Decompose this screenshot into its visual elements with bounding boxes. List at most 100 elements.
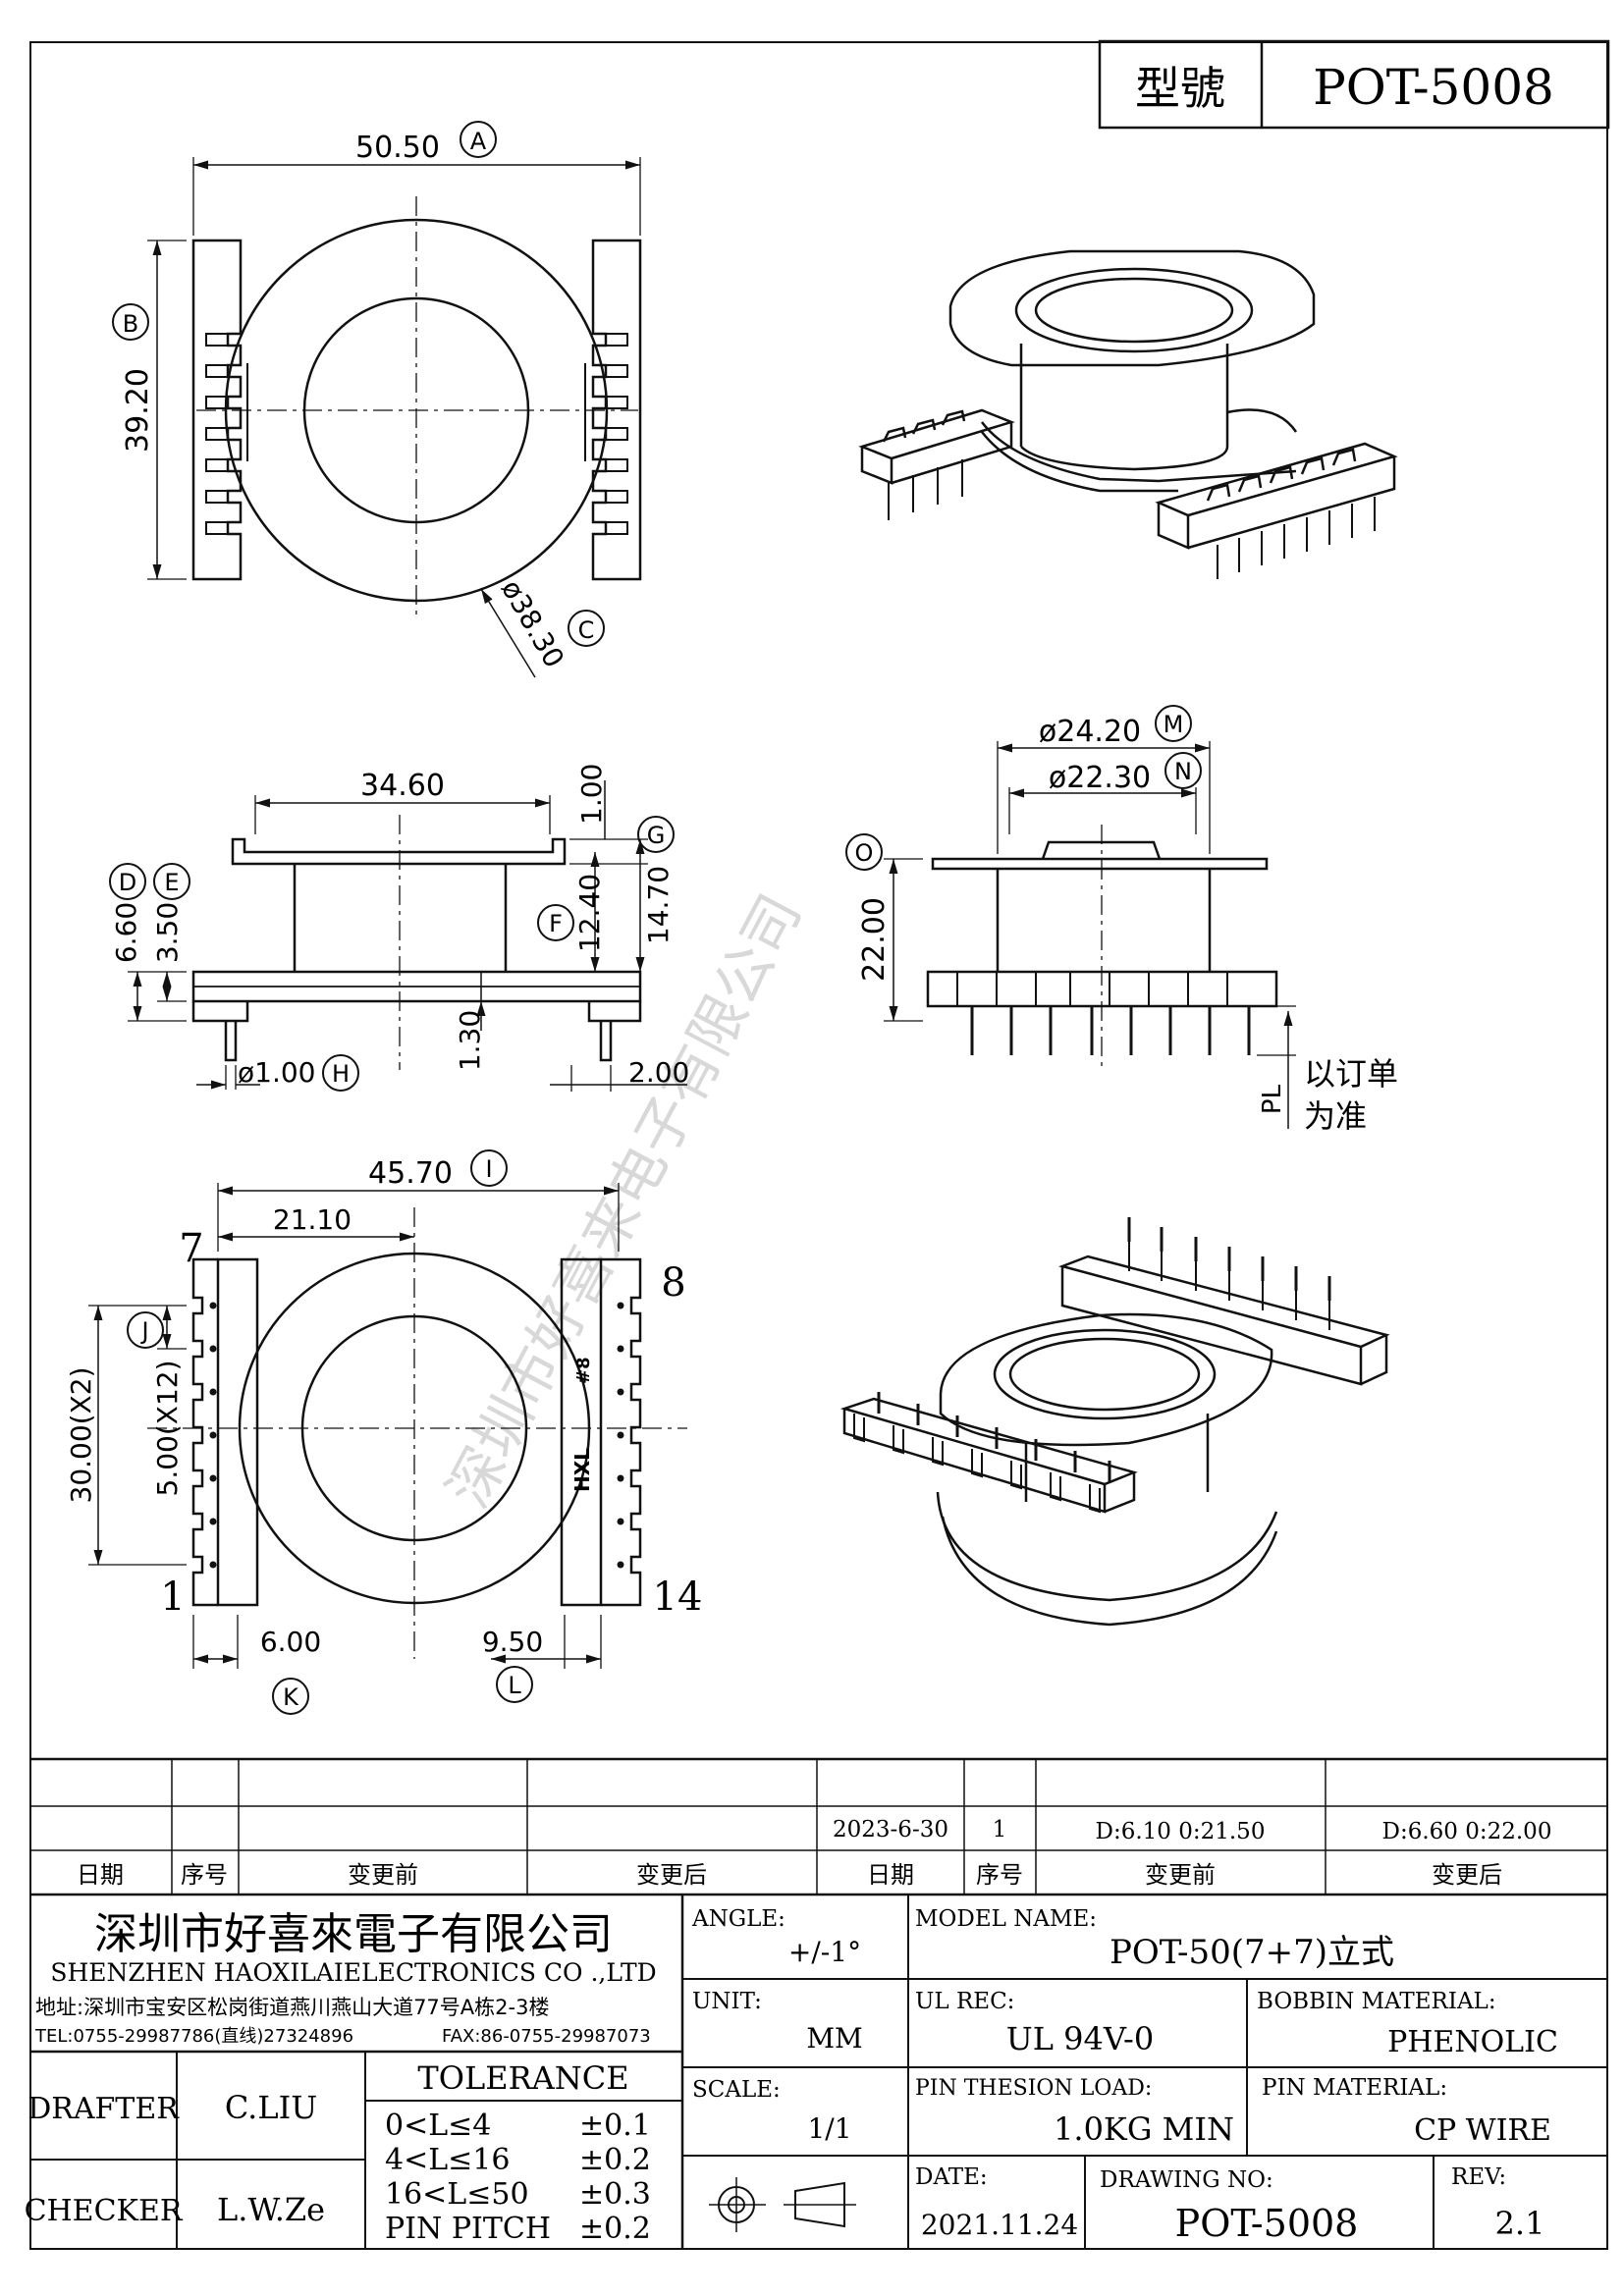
tol-value-1: ±0.1: [579, 2109, 651, 2143]
dim-l-value: 9.50: [482, 1626, 543, 1658]
dim-a-value: 50.50: [355, 131, 440, 165]
sheet-border: [29, 41, 1608, 2250]
unit-value: MM: [806, 2022, 862, 2055]
model-name-value: POT-50(7+7)立式: [1110, 1933, 1394, 1972]
isometric-view-2: [839, 1217, 1390, 1627]
dim-step: 1.30: [454, 1010, 486, 1071]
pin-holes-left: [209, 1302, 217, 1569]
company-name-cn: 深圳市好喜來電子有限公司: [94, 1909, 613, 1959]
watermark: 深圳市好喜来电子有限公司: [434, 883, 814, 1518]
scale-label: SCALE:: [692, 2077, 781, 2103]
ul-value: UL 94V-0: [1006, 2020, 1154, 2057]
label-e: E: [164, 869, 179, 896]
angle-label: ANGLE:: [691, 1906, 785, 1932]
rev-row-after: D:6.60 0:22.00: [1382, 1819, 1552, 1844]
tol-range-3: 16<L≤50: [385, 2177, 529, 2212]
label-j: J: [139, 1317, 148, 1345]
dim-e: 3.50: [151, 902, 184, 963]
label-d: D: [119, 869, 136, 896]
label-o: O: [855, 839, 874, 867]
rev-header-seq-2: 序号: [976, 1861, 1023, 1889]
rev-row-date: 2023-6-30: [833, 1817, 948, 1842]
dim-flange-thickness: 1.00: [575, 764, 608, 825]
dim-i-value: 45.70: [368, 1156, 453, 1191]
rev-header-after-2: 变更后: [1432, 1861, 1502, 1889]
model-name-label: MODEL NAME:: [915, 1906, 1097, 1932]
rev-row-before: D:6.10 0:21.50: [1096, 1819, 1266, 1844]
dim-k-value: 6.00: [260, 1626, 321, 1658]
rev-header-seq: 序号: [181, 1861, 228, 1889]
dim-m-value: ø24.20: [1039, 715, 1141, 749]
company-name-en: SHENZHEN HAOXILAIELECTRONICS CO .,LTD: [50, 1958, 656, 1987]
model-label: 型號: [1135, 62, 1225, 115]
tol-value-4: ±0.2: [579, 2212, 651, 2246]
dim-pin-diameter: ø1.00: [238, 1056, 315, 1089]
bobbin-material-label: BOBBIN MATERIAL:: [1257, 1989, 1496, 2014]
cavity-mark: #8: [573, 1357, 594, 1384]
title-block: [29, 1895, 1608, 2250]
pin-number-7: 7: [179, 1226, 203, 1271]
label-i: I: [485, 1155, 492, 1183]
rev-value: 2.1: [1495, 2205, 1545, 2242]
rev-header-date-2: 日期: [867, 1861, 914, 1889]
label-f: F: [549, 910, 563, 937]
checker-label: CHECKER: [25, 2194, 184, 2228]
side-view: [845, 705, 1296, 1129]
label-a: A: [470, 128, 487, 155]
pl-note-line-1: 以订单: [1304, 1055, 1398, 1093]
pin-number-8: 8: [661, 1260, 685, 1306]
pl-note-line-2: 为准: [1304, 1097, 1367, 1135]
angle-value: +/-1°: [788, 1936, 861, 1968]
label-l: L: [508, 1672, 521, 1699]
unit-label: UNIT:: [692, 1989, 762, 2014]
drawing-no-value: POT-5008: [1175, 2202, 1359, 2245]
dim-o-value: 22.00: [857, 897, 892, 982]
rev-header-after: 变更后: [636, 1861, 707, 1889]
tol-range-1: 0<L≤4: [385, 2109, 491, 2143]
label-g: G: [647, 822, 666, 849]
revision-table: [29, 1757, 1608, 1896]
company-fax: FAX:86-0755-29987073: [442, 2026, 651, 2047]
tol-range-4: PIN PITCH: [385, 2212, 551, 2246]
label-m: M: [1164, 711, 1184, 738]
rev-header-before-2: 变更前: [1145, 1861, 1216, 1889]
front-view: [109, 780, 687, 1092]
tol-value-3: ±0.3: [579, 2177, 651, 2212]
dim-j-value: 30.00(X2): [65, 1366, 97, 1503]
bottom-view: [88, 1149, 687, 1715]
bobbin-material-value: PHENOLIC: [1387, 2025, 1558, 2059]
tol-range-2: 4<L≤16: [385, 2143, 510, 2177]
label-n: N: [1174, 758, 1192, 785]
isometric-view-1: [858, 249, 1398, 579]
dim-half-width: 21.10: [273, 1203, 352, 1236]
dim-b-value: 39.20: [121, 368, 155, 453]
dim-pin-offset: 2.00: [628, 1056, 689, 1089]
date-label: DATE:: [915, 2164, 988, 2190]
model-number: POT-5008: [1313, 59, 1554, 116]
company-address: 地址:深圳市宝安区松岗街道燕川燕山大道77号A栋2-3楼: [35, 1996, 549, 2019]
pin-load-label: PIN THESION LOAD:: [915, 2076, 1152, 2101]
dim-total-height: 14.70: [642, 866, 675, 944]
label-h: H: [332, 1060, 350, 1088]
brand-mark: HXL: [570, 1448, 594, 1492]
company-tel: TEL:0755-29987786(直线)27324896: [34, 2026, 353, 2047]
top-view: [112, 121, 642, 678]
dim-d: 6.60: [110, 902, 142, 963]
rev-label: REV:: [1451, 2164, 1506, 2190]
dim-core-height: 12.40: [573, 874, 606, 952]
drawing-no-label: DRAWING NO:: [1100, 2167, 1273, 2193]
pin-holes-right: [617, 1302, 624, 1569]
rev-row-seq: 1: [993, 1817, 1007, 1842]
tolerance-label: TOLERANCE: [417, 2059, 628, 2097]
checker-name: L.W.Ze: [217, 2191, 325, 2228]
dim-pitch: 5.00(X12): [151, 1360, 184, 1496]
pin-load-value: 1.0KG MIN: [1054, 2110, 1234, 2148]
label-c: C: [578, 616, 595, 644]
pin-number-14: 14: [653, 1575, 703, 1620]
drafter-label: DRAFTER: [27, 2092, 180, 2126]
dim-width-top: 34.60: [360, 769, 445, 803]
pin-material-label: PIN MATERIAL:: [1262, 2075, 1447, 2101]
pin-material-value: CP WIRE: [1414, 2113, 1551, 2148]
